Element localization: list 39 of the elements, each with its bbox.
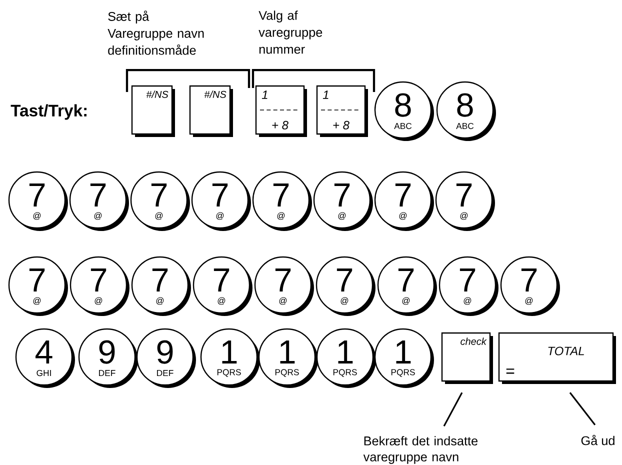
round-key: 1 PQRS xyxy=(200,328,260,388)
round-key: 7 @ xyxy=(500,256,560,316)
callout-text: Gå ud xyxy=(581,434,614,446)
round-key: 1 PQRS xyxy=(374,328,434,388)
round-key: 7 @ xyxy=(130,171,190,231)
prompt-label: Tast/Tryk: xyxy=(10,104,86,120)
round-key: 9 DEF xyxy=(78,328,138,388)
square-key: #/NS xyxy=(131,85,175,137)
round-key: 8 ABC xyxy=(374,81,434,141)
round-key: 7 @ xyxy=(252,171,312,231)
round-key: 7 @ xyxy=(191,171,251,231)
round-key: 7 @ xyxy=(435,171,495,231)
square-key: 1 + 8 xyxy=(255,85,307,137)
round-key: 7 @ xyxy=(131,256,191,316)
leader-line xyxy=(569,392,596,426)
wide-key: = TOTAL xyxy=(498,332,616,384)
callout-text: Bekræft det indsatte varegruppe navn xyxy=(363,436,478,464)
round-key: 7 @ xyxy=(316,256,376,316)
round-key: 7 @ xyxy=(313,171,373,231)
round-key: 7 @ xyxy=(374,171,434,231)
round-key: 7 @ xyxy=(69,171,129,231)
bracket-caption: Valg af varegruppe nummer xyxy=(258,10,322,54)
round-key: 7 @ xyxy=(377,256,437,316)
bracket-caption: Sæt på Varegruppe navn definitionsmåde xyxy=(108,10,204,55)
square-key: 1 + 8 xyxy=(316,85,368,137)
round-key: 7 @ xyxy=(254,256,314,316)
square-key: #/NS xyxy=(189,85,233,137)
round-key: 4 GHI xyxy=(15,328,75,388)
square-key: check xyxy=(441,332,493,384)
round-key: 7 @ xyxy=(8,171,68,231)
round-key: 7 @ xyxy=(8,256,68,316)
round-key: 7 @ xyxy=(192,256,252,316)
round-key: 9 DEF xyxy=(136,328,196,388)
round-key: 8 ABC xyxy=(436,81,496,141)
round-key: 1 PQRS xyxy=(316,328,376,388)
leader-line xyxy=(443,392,463,427)
round-key: 7 @ xyxy=(70,256,130,316)
round-key: 7 @ xyxy=(438,256,498,316)
round-key: 1 PQRS xyxy=(258,328,318,388)
